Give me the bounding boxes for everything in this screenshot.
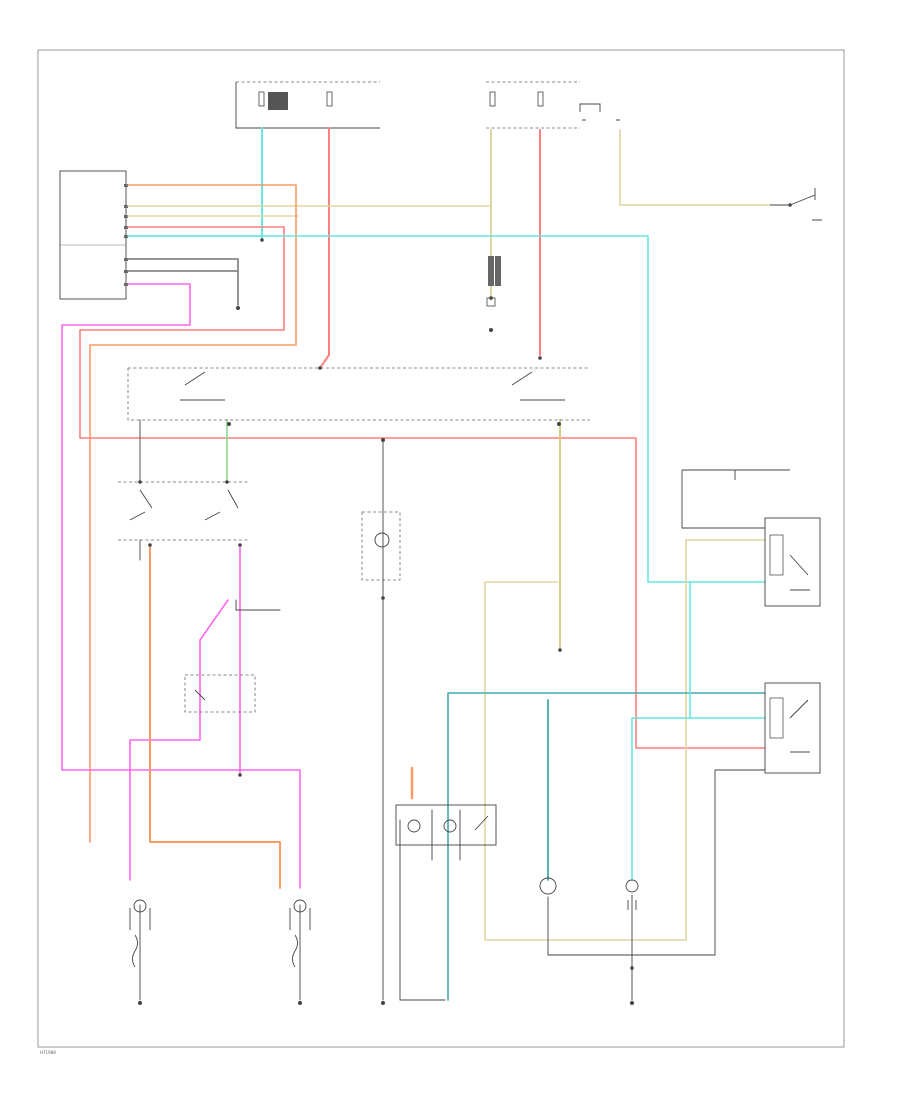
wire-red-fuse-feed xyxy=(319,127,330,369)
figure-id: H71988 xyxy=(40,1050,56,1055)
dimmer-switch xyxy=(118,481,250,541)
control-module xyxy=(59,170,128,300)
fuse-box-left xyxy=(235,81,380,129)
ground-icon xyxy=(236,306,493,332)
ground-icon xyxy=(138,1001,302,1005)
fog-switch-right xyxy=(770,188,822,221)
ground-icon xyxy=(381,1001,634,1005)
lamp-icon xyxy=(374,532,390,548)
headlamp-switch xyxy=(127,367,590,442)
relay-lower xyxy=(764,682,821,774)
left-headlamp xyxy=(129,899,151,968)
lamp-icon xyxy=(133,899,147,913)
drl-module xyxy=(184,674,256,713)
lamp-icon xyxy=(293,899,307,913)
relay-icon xyxy=(764,517,821,607)
right-headlamp xyxy=(289,899,311,968)
wire-harness xyxy=(61,127,771,1001)
lamp-icon xyxy=(443,819,457,833)
left-fog-lamp xyxy=(539,877,557,895)
instrument-cluster xyxy=(361,511,401,581)
connector-icon xyxy=(486,256,501,307)
relay-upper xyxy=(764,517,821,607)
right-fog-lamp xyxy=(625,879,639,910)
ground-points xyxy=(138,306,634,1005)
fuse-box-right xyxy=(486,81,620,129)
fuse-icon xyxy=(489,91,544,107)
splice-box xyxy=(681,469,790,529)
fog-lamp-switch xyxy=(395,804,497,846)
lamp-icon xyxy=(407,819,421,833)
relay-icon xyxy=(764,682,821,774)
lamp-icon xyxy=(625,879,639,893)
diagram-frame xyxy=(37,49,845,1048)
splice-dots xyxy=(138,238,634,970)
fuse-icon xyxy=(258,91,333,107)
lamp-icon xyxy=(539,877,557,895)
